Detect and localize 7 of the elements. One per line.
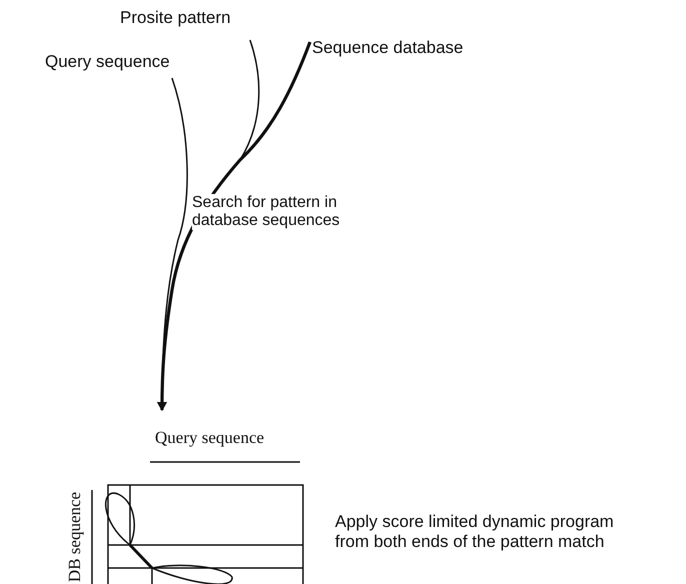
- arrow: [157, 41, 312, 411]
- note-text: Apply score limited dynamic program from both ends of the pattern match: [335, 512, 615, 552]
- axis-title: DB sequence: [65, 492, 85, 582]
- source-label: Sequence database: [312, 38, 464, 58]
- axis-title: Query sequence: [155, 428, 264, 448]
- source-label: Prosite pattern: [120, 8, 231, 28]
- source-label: Query sequence: [45, 52, 170, 72]
